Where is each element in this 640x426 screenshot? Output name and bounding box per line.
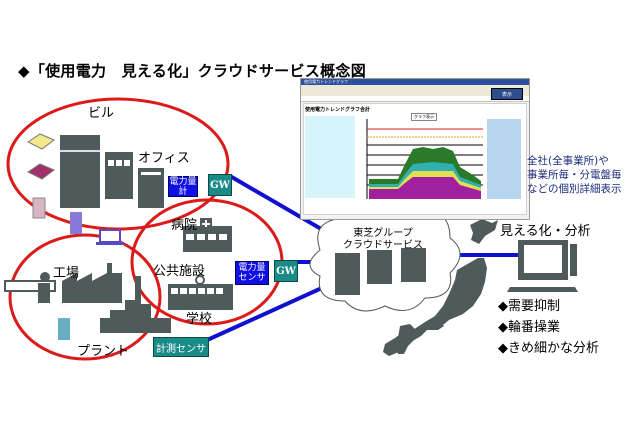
factory-zone-ring: [8, 233, 162, 361]
plant-icon: [100, 276, 171, 333]
cloud-label-line2: クラウドサービス: [343, 240, 423, 251]
plant-label: プラント: [77, 344, 130, 359]
gateway-box-building: GW: [208, 174, 232, 196]
gateway-box-public: GW: [274, 260, 298, 282]
benefit-item: ◆需要抑制: [498, 299, 560, 314]
factory-label: 工場: [53, 266, 80, 281]
ceiling-light-icon: [27, 133, 55, 150]
visualization-label: 見える化・分析: [500, 224, 591, 239]
power-sensor-box: 電力量センサ: [235, 261, 269, 285]
link-building-cloud: [228, 174, 337, 239]
embedded-filter-panel: [305, 116, 355, 198]
link-factory-cloud: [204, 280, 336, 343]
server-small-icon: [70, 212, 82, 234]
embedded-page-heading: 使用電力トレンドグラフ合計: [305, 107, 371, 113]
note-line: などの個別詳細表示: [527, 183, 622, 195]
office-building-icon: [105, 152, 133, 199]
cloud-servers: [335, 248, 426, 295]
measurement-sensor-box: 計測センサ: [153, 337, 209, 357]
embedded-display-button: 表示: [491, 88, 523, 100]
ceiling-panel-icon: [27, 163, 55, 180]
cloud-label: 東芝グループ クラウドサービス: [343, 228, 423, 252]
office-label: オフィス: [138, 151, 190, 166]
hospital-label: 病院: [171, 218, 198, 233]
server-icon: [335, 253, 360, 295]
factory-building-icon: [62, 263, 122, 303]
laptop-icon: [99, 229, 121, 243]
power-meter-box: 電力量計: [168, 176, 198, 197]
embedded-stacked-chart: [366, 119, 483, 199]
screenshot-note: 全社(全事業所)や 事業所毎・分電盤毎 などの個別詳細表示: [527, 154, 622, 196]
monitor-icon: [507, 240, 578, 292]
benefit-item: ◆きめ細かな分析: [498, 341, 599, 356]
server-icon: [401, 248, 426, 282]
embedded-menu-bar: [301, 85, 529, 90]
embedded-address-bar: [301, 96, 529, 102]
building-label: ビル: [88, 106, 115, 121]
factory-icons: [4, 263, 171, 340]
benefit-item: ◆輪番操業: [498, 320, 560, 335]
school-label: 学校: [186, 312, 213, 327]
note-line: 事業所毎・分電盤毎: [527, 169, 622, 181]
embedded-legend-panel: [487, 119, 521, 199]
worker-icon: [40, 272, 50, 282]
public-icons: [168, 218, 233, 310]
embedded-window-titlebar: 使用電力トレンドグラフ: [301, 79, 529, 85]
note-line: 全社(全事業所)や: [527, 155, 609, 167]
japan-map: [383, 219, 498, 356]
benefits-list: ◆需要抑制 ◆輪番操業 ◆きめ細かな分析: [498, 296, 599, 359]
aircon-unit-icon: [32, 197, 46, 219]
page-title: ◆「使用電力 見える化」クラウドサービス概念図: [18, 62, 366, 80]
school-icon: [168, 284, 233, 310]
building-icons: [27, 133, 164, 245]
controller-cabinet-icon: [58, 318, 70, 340]
public-facility-label: 公共施設: [153, 264, 206, 279]
server-icon: [367, 250, 392, 284]
embedded-chart-title: グラフ表示: [411, 113, 437, 121]
embedded-app-screenshot: 使用電力トレンドグラフ 表示 使用電力トレンドグラフ合計 グラフ表示: [300, 78, 530, 220]
cloud-label-line1: 東芝グループ: [353, 228, 413, 239]
tall-building-icon: [60, 135, 100, 208]
conveyor-icon: [4, 280, 56, 292]
